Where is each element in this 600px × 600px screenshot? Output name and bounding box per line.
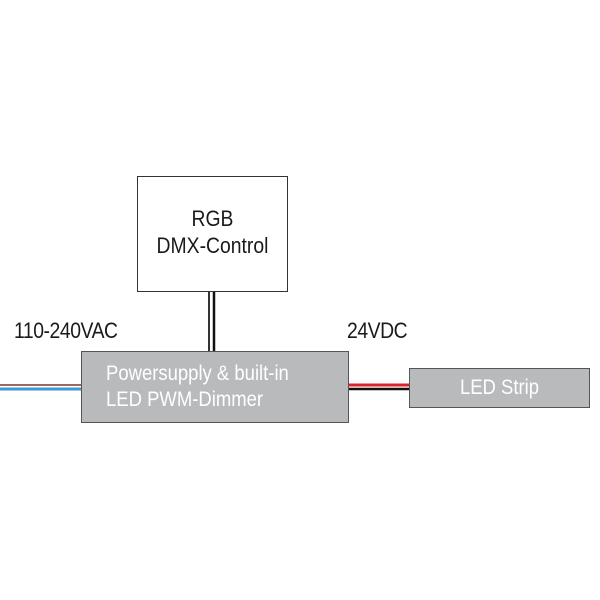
control-box-line2: DMX-Control xyxy=(156,233,269,258)
led-strip-label: LED Strip xyxy=(459,376,540,399)
rgb-dmx-control-box: RGB DMX-Control xyxy=(137,176,288,292)
power-supply-line1: Powersupply & built-in xyxy=(106,362,289,385)
led-strip-box: LED Strip xyxy=(409,368,590,408)
output-voltage-label: 24VDC xyxy=(347,318,408,343)
power-supply-box: Powersupply & built-in LED PWM-Dimmer xyxy=(81,351,349,423)
power-supply-line2: LED PWM-Dimmer xyxy=(106,388,264,411)
input-voltage-label: 110-240VAC xyxy=(14,318,118,343)
control-box-line1: RGB xyxy=(191,206,234,231)
